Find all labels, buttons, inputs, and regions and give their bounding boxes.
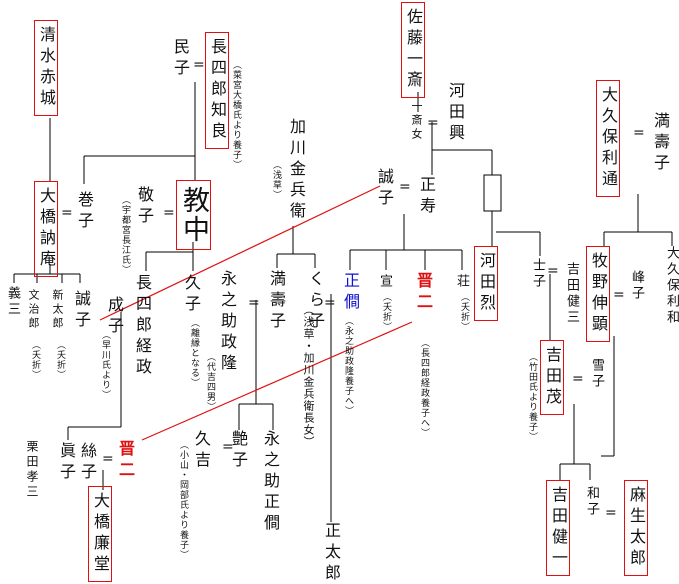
- person-kazuko: 和子: [584, 486, 599, 518]
- note-yoshida-shigeru: （竹田氏より養子）: [527, 352, 537, 442]
- person-shotaro: 正太郎: [322, 522, 341, 584]
- marriage-symbol: =: [427, 115, 439, 131]
- person-nagano-seiryu: 永之助政隆: [218, 270, 237, 375]
- person-kurita-kozo: 栗田孝三: [25, 440, 39, 500]
- person-kawada-retsu: 河田烈: [474, 246, 498, 321]
- person-shimizu-sekijo: 清水赤城: [34, 20, 58, 116]
- person-sato-issai: 佐藤一斎: [401, 2, 425, 98]
- marriage-symbol: =: [102, 451, 114, 467]
- note-hisako: （離縁となる）: [189, 318, 199, 388]
- note-keiko: （宇都宮長江氏）: [120, 195, 130, 275]
- person-aso-taro: 麻生太郎: [624, 480, 648, 576]
- person-bunjiro: 文治郎: [27, 289, 40, 331]
- person-makino-nobuaki: 牧野伸顕: [586, 246, 610, 342]
- note-hisakichi: （小山・岡部氏より養子）: [178, 440, 188, 560]
- person-keiko: 敬子: [135, 186, 154, 228]
- person-kyochu: 教中: [176, 180, 211, 250]
- person-naganosuke-tadashi: 永之助正僴: [261, 430, 280, 535]
- person-choshiro-keisei: 長四郎経政: [133, 274, 152, 379]
- person-yoshida-shigeru: 吉田茂: [540, 340, 564, 415]
- person-itoko: 絲子: [78, 442, 97, 484]
- marriage-symbol: =: [61, 205, 73, 221]
- person-okubo-toshikazu: 大久保利和: [664, 246, 679, 326]
- marriage-symbol: =: [613, 287, 625, 303]
- person-hisakichi: 久吉: [192, 430, 211, 472]
- note-kagawa: （浅草）: [271, 160, 281, 200]
- person-ohashi-totsuan: 大橋訥庵: [34, 181, 58, 277]
- note-shigeko: （早川氏より）: [100, 330, 110, 400]
- person-shinji-adopted: 晋二: [116, 440, 135, 482]
- person-shinji: 晋二: [414, 272, 433, 314]
- note-tsuyoshi: （夭折）: [459, 292, 469, 332]
- note-nagano-seiryu: （代吉四男）: [205, 352, 215, 412]
- person-ohashi-kanechika: 大橋廉堂: [88, 486, 112, 582]
- marriage-symbol: =: [324, 295, 336, 311]
- marriage-symbol: =: [193, 57, 205, 73]
- person-kagawa-kinbee: 加川金兵衛: [287, 118, 306, 223]
- person-shigeko: 成子: [105, 296, 124, 338]
- note-kurako: （浅草・加川金兵衛長女）: [302, 304, 315, 448]
- person-nobuko-kawada: 誠子: [375, 168, 394, 210]
- person-sen: 宣: [377, 274, 392, 290]
- marriage-symbol: =: [222, 439, 234, 455]
- note-choshiro-tomoyoshi: （菜宮大橋氏より養子）: [231, 60, 241, 170]
- person-shiko: 士子: [530, 258, 545, 290]
- marriage-symbol: =: [399, 179, 411, 195]
- person-choshiro-tomoyoshi: 長四郎知良: [205, 32, 229, 149]
- person-tsuyako: 艶子: [229, 430, 248, 472]
- marriage-symbol: =: [547, 263, 559, 279]
- marriage-symbol: =: [163, 205, 175, 221]
- person-hisako: 久子: [182, 274, 201, 316]
- person-makiko: 巻子: [75, 191, 94, 233]
- person-gizo: 義三: [5, 286, 20, 318]
- person-yukiko: 雪子: [589, 358, 604, 390]
- person-tsuyoshi: 荘: [454, 274, 469, 290]
- person-nobuko: 誠子: [72, 290, 91, 332]
- person-kawada-ko: 河田興: [446, 82, 465, 145]
- person-mitsuko-okubo: 満壽子: [651, 112, 670, 175]
- person-masatoshi: 正寿: [417, 176, 436, 218]
- person-kurako: くら子: [306, 270, 325, 333]
- note-bunjiro: （夭折）: [30, 340, 40, 380]
- person-yoshida-kenichi: 吉田健一: [546, 480, 570, 576]
- note-shinji: （長四郎経政養子へ）: [419, 338, 429, 438]
- marriage-symbol: =: [633, 125, 645, 141]
- marriage-symbol: =: [605, 505, 617, 521]
- note-tadashi: （永之助政隆養子へ）: [343, 316, 353, 416]
- marriage-symbol: =: [248, 295, 260, 311]
- person-okubo-toshimichi: 大久保利通: [596, 80, 620, 197]
- note-sen: （夭折）: [381, 292, 391, 332]
- person-tadashi: 正僴: [341, 272, 360, 314]
- person-mako: 眞子: [57, 442, 76, 484]
- note-shintaro: （夭折）: [55, 340, 65, 380]
- person-mitsuko-kagawa: 満壽子: [267, 270, 286, 333]
- person-shintaro: 新太郎: [51, 289, 64, 331]
- person-tamiko: 民子: [171, 38, 190, 80]
- person-issai-daughter: 一斎女: [410, 100, 423, 142]
- marriage-symbol: =: [572, 371, 584, 387]
- person-yoshida-kenzo: 吉田健三: [564, 262, 579, 326]
- person-mineko: 峰子: [629, 270, 644, 302]
